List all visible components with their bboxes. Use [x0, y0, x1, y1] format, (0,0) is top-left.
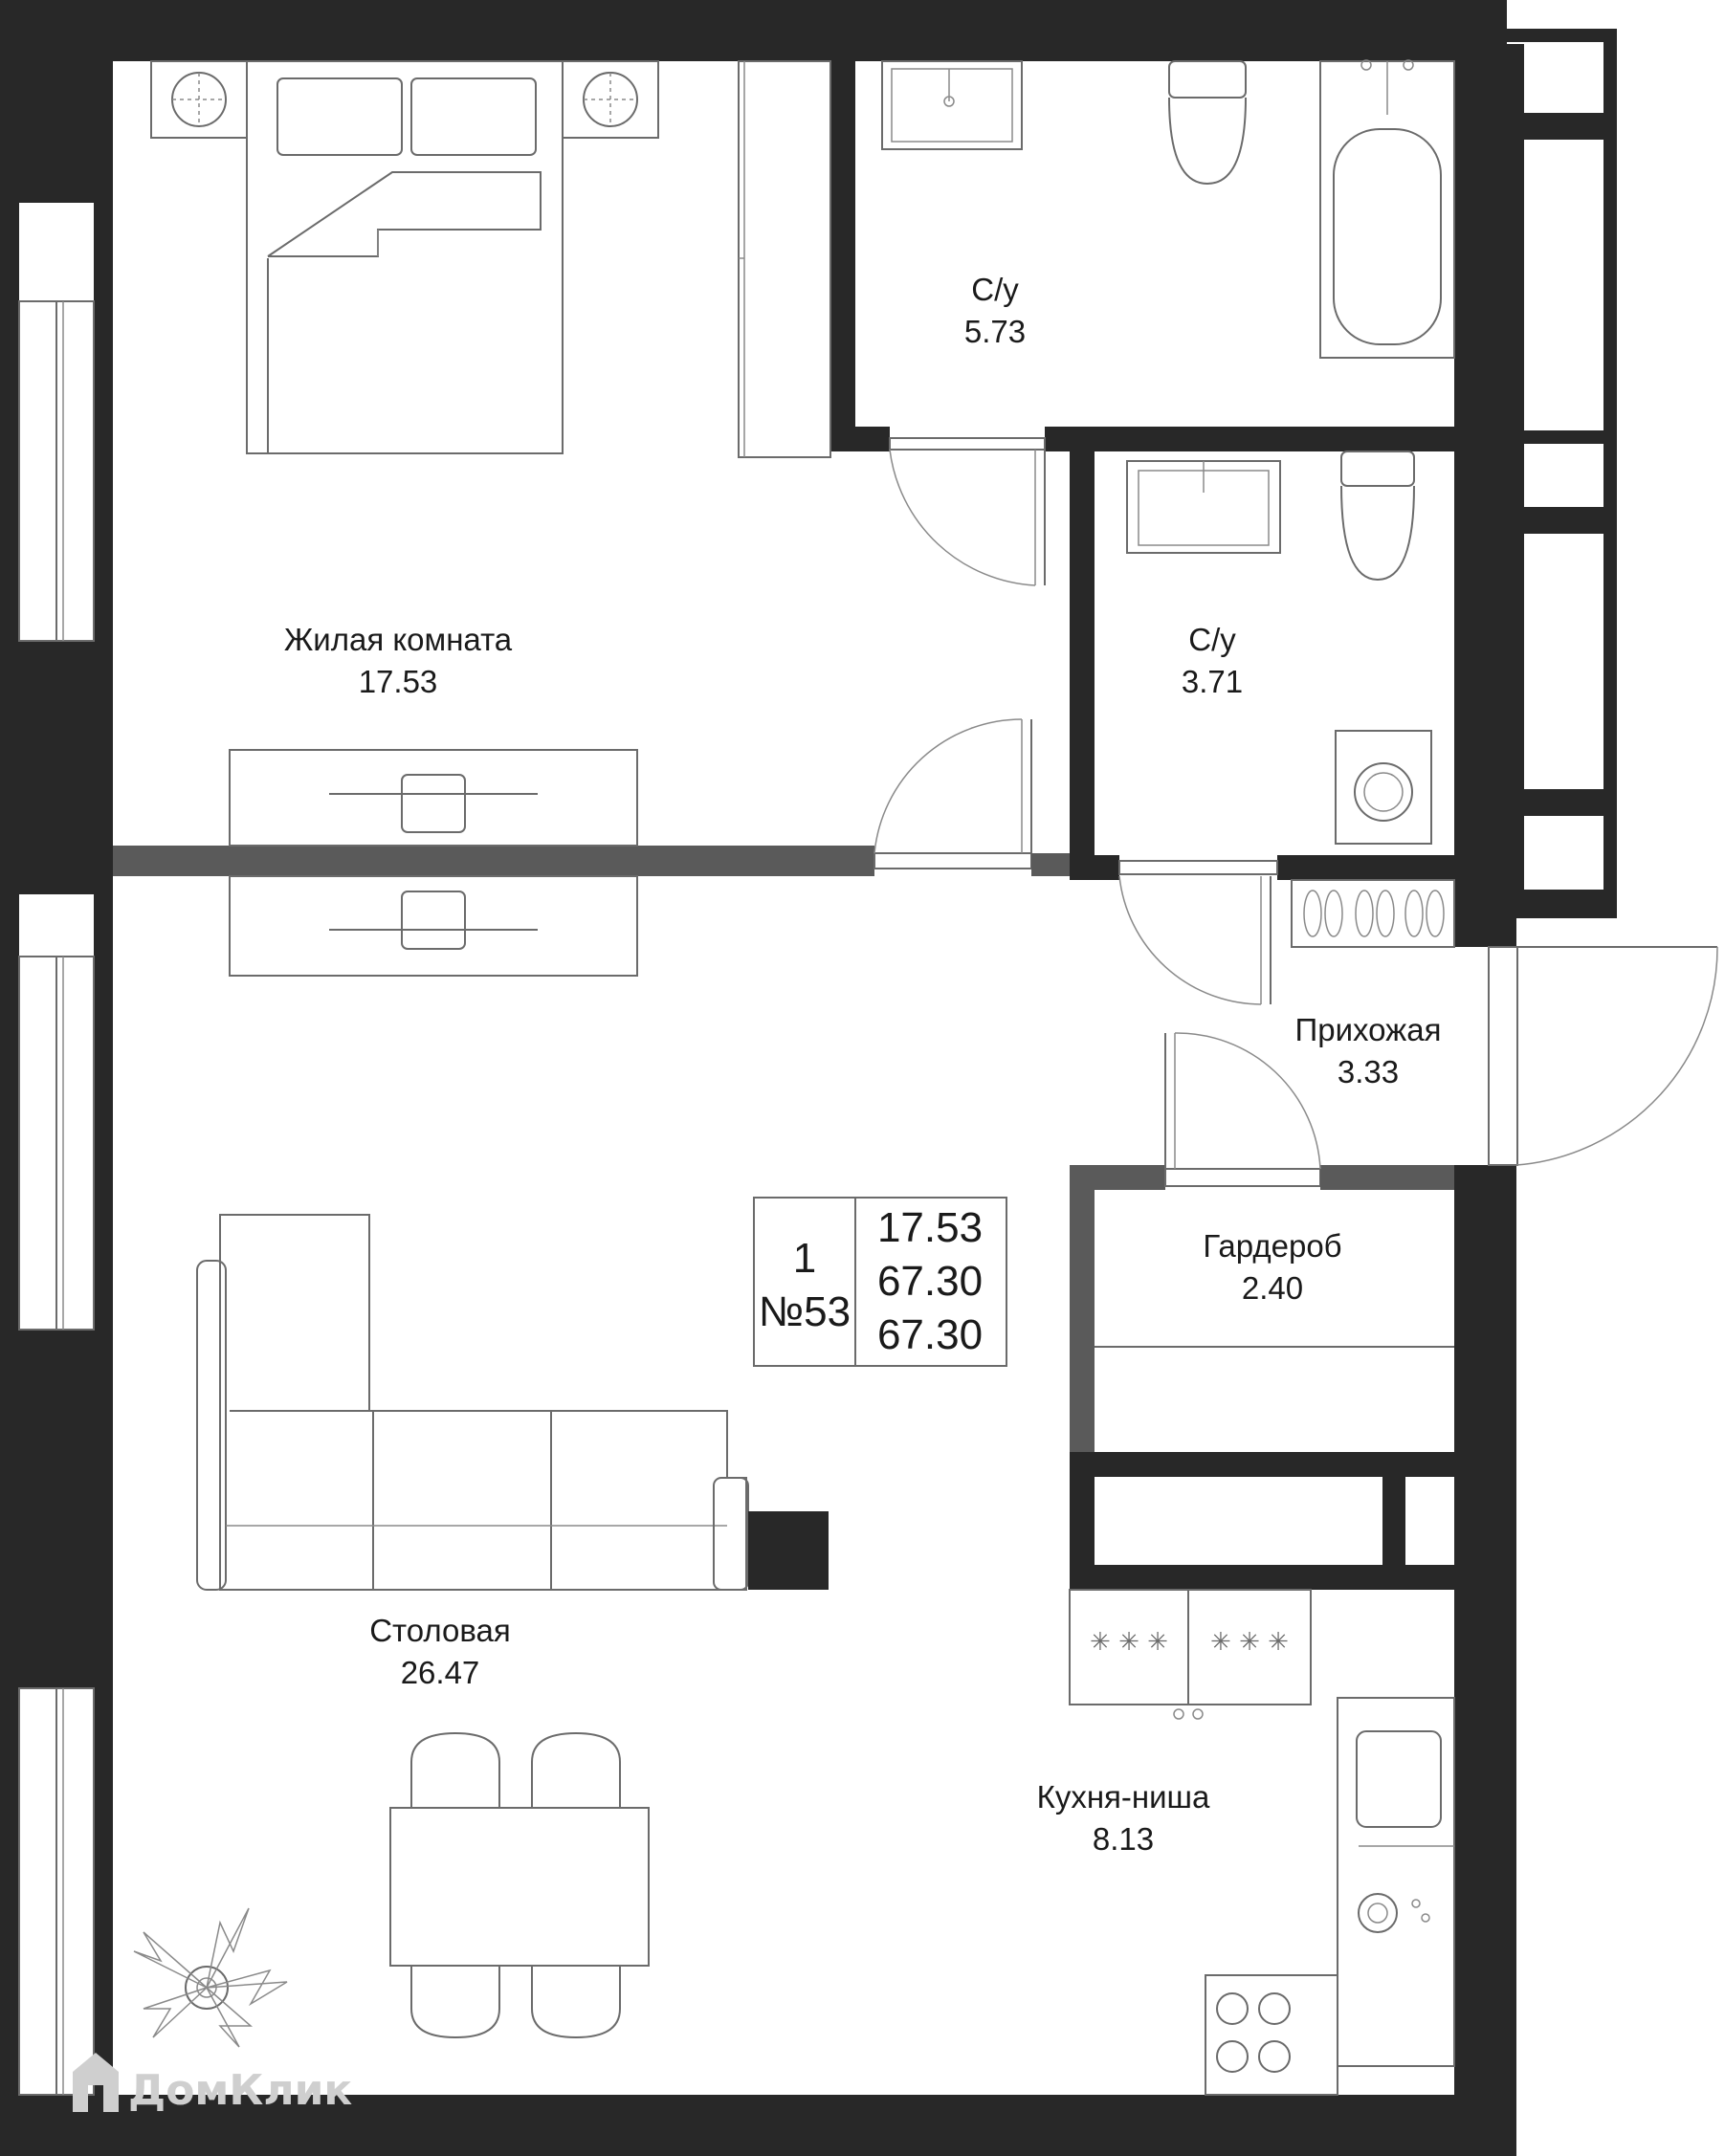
windows-left [18, 300, 95, 2096]
watermark: ДомКлик [73, 2053, 352, 2115]
room-name-hall: Прихожая [1295, 1012, 1442, 1047]
apartment-info-box: 1 №53 17.53 67.30 67.30 [753, 1197, 1007, 1367]
total-area-2: 67.30 [877, 1311, 983, 1358]
svg-text:✳ ✳ ✳: ✳ ✳ ✳ [1090, 1628, 1168, 1657]
room-labels: Жилая комната 17.53 С/у 5.73 С/у 3.71 Пр… [284, 272, 1442, 1857]
bath1-fixtures [881, 59, 1455, 359]
room-area-dining: 26.47 [401, 1655, 480, 1690]
bath2-walls [1070, 450, 1454, 880]
dining-set [389, 1731, 650, 2039]
room-name-dining: Столовая [369, 1613, 511, 1648]
room-name-kitchen: Кухня-ниша [1037, 1779, 1210, 1815]
total-area: 67.30 [877, 1258, 983, 1305]
room-name-bath1: С/у [971, 272, 1019, 307]
hall-walls [1454, 880, 1518, 1166]
watermark-text: ДомКлик [128, 2066, 352, 2115]
room-name-living: Жилая комната [284, 622, 513, 657]
tv-table [229, 749, 638, 977]
nightstands [150, 60, 659, 139]
wardrobe-walls [1070, 1165, 1454, 1590]
rooms-count: 1 [793, 1235, 816, 1282]
doors [874, 449, 1718, 1170]
room-area-wardrobe: 2.40 [1242, 1270, 1303, 1306]
house-logo-icon [73, 2053, 119, 2112]
apartment-number: №53 [759, 1288, 851, 1335]
shafts-right [1454, 29, 1617, 918]
room-area-bath1: 5.73 [964, 314, 1026, 349]
bed [246, 60, 564, 454]
living-area: 17.53 [877, 1204, 983, 1251]
kitchen-units: ✳ ✳ ✳ ✳ ✳ ✳ [1069, 1589, 1455, 2096]
room-area-living: 17.53 [359, 664, 438, 699]
room-name-wardrobe: Гардероб [1203, 1228, 1341, 1264]
closet [738, 60, 831, 458]
svg-text:✳ ✳ ✳: ✳ ✳ ✳ [1210, 1628, 1289, 1657]
sofa [196, 1214, 829, 1591]
bath1-walls [830, 38, 1479, 451]
room-area-kitchen: 8.13 [1093, 1821, 1154, 1857]
shoe-rack [1291, 879, 1455, 948]
outer-walls [0, 0, 1516, 2156]
bath2-fixtures [1126, 451, 1432, 845]
partition-living-dining [113, 846, 1070, 876]
room-area-bath2: 3.71 [1182, 664, 1243, 699]
plant-icon [133, 1907, 288, 2048]
room-name-bath2: С/у [1188, 622, 1236, 657]
room-area-hall: 3.33 [1338, 1054, 1399, 1089]
